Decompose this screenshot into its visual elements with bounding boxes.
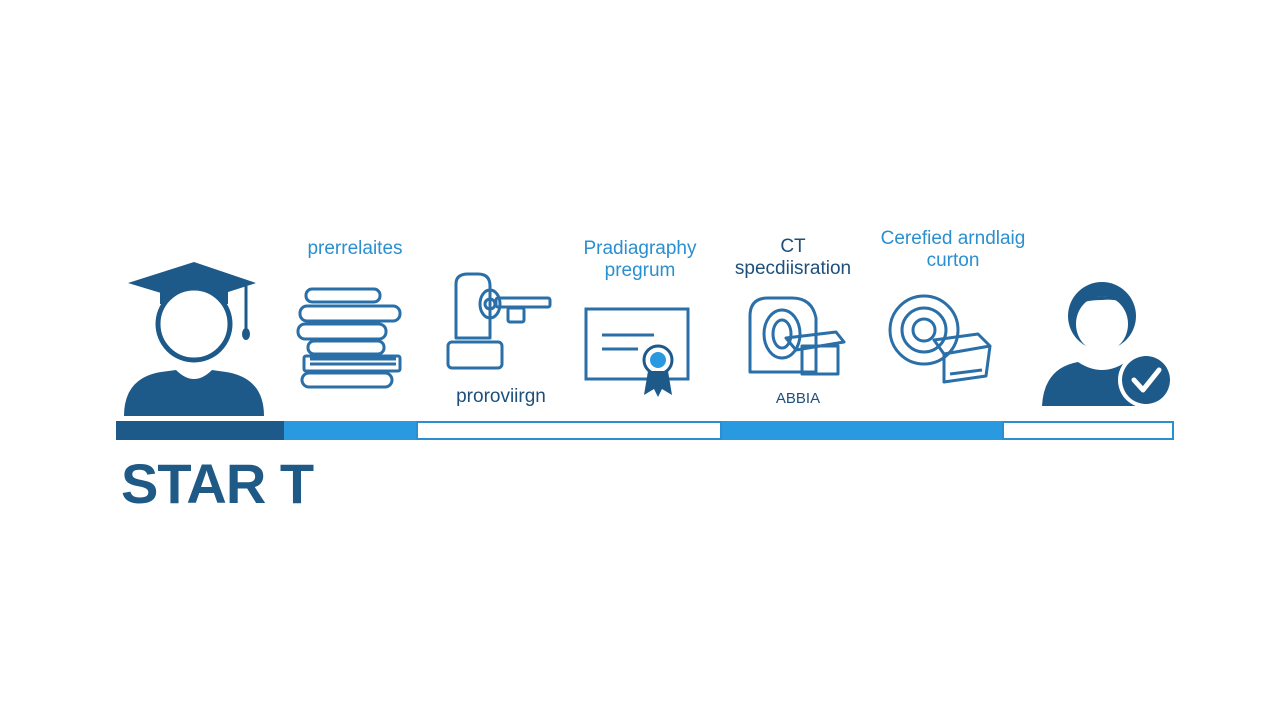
step-ct-specialization-label: CT specdiisration xyxy=(734,236,852,279)
step-procedure-label: proroviirgn xyxy=(456,386,546,407)
certificate-icon xyxy=(582,305,694,401)
graduate-person-icon xyxy=(116,258,286,426)
books-stack-icon xyxy=(296,286,406,390)
ct-scanner-icon xyxy=(742,292,852,384)
ct-scanner-sublabel: ABBIA xyxy=(775,390,821,407)
progress-segment-ct xyxy=(722,421,1002,440)
xray-machine-icon xyxy=(442,270,558,374)
progress-segment-prerequisites xyxy=(284,421,416,440)
step-prerequisites-label: prerrelaites xyxy=(307,238,403,259)
progress-segment-start xyxy=(116,421,284,440)
progress-segment-program xyxy=(416,421,722,440)
step-certification-label: Cerefied arndlaig curton xyxy=(880,228,1026,271)
start-label: STAR T xyxy=(121,452,314,515)
progress-segment-certification xyxy=(1002,421,1174,440)
step-radiography-program-label: Pradiagraphy pregrum xyxy=(583,238,697,281)
verified-person-icon xyxy=(1038,278,1174,410)
mri-scanner-icon xyxy=(886,290,996,390)
